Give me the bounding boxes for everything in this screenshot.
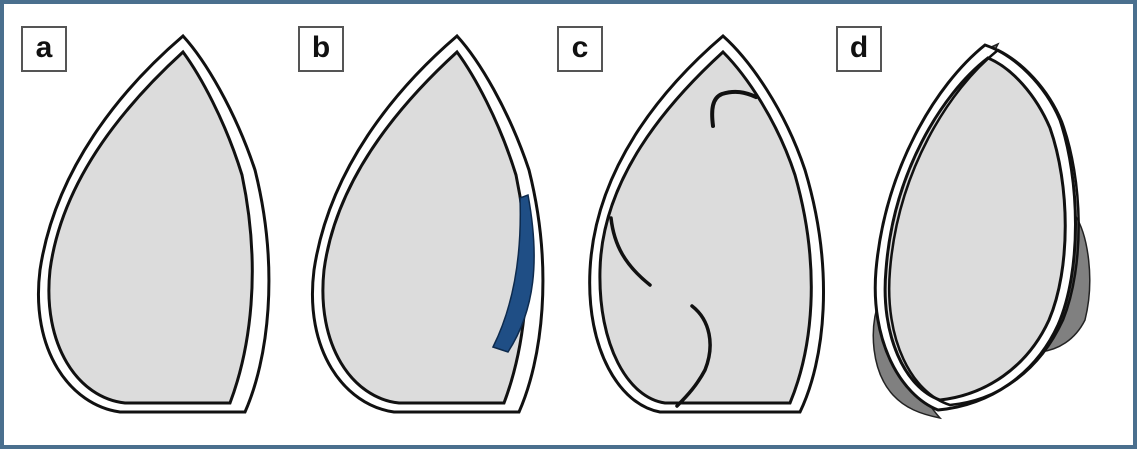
panel-d-shape	[873, 44, 1089, 418]
panel-a-shape	[38, 36, 268, 412]
panel-c-shape	[590, 36, 824, 412]
panel-b-shape	[312, 36, 542, 412]
